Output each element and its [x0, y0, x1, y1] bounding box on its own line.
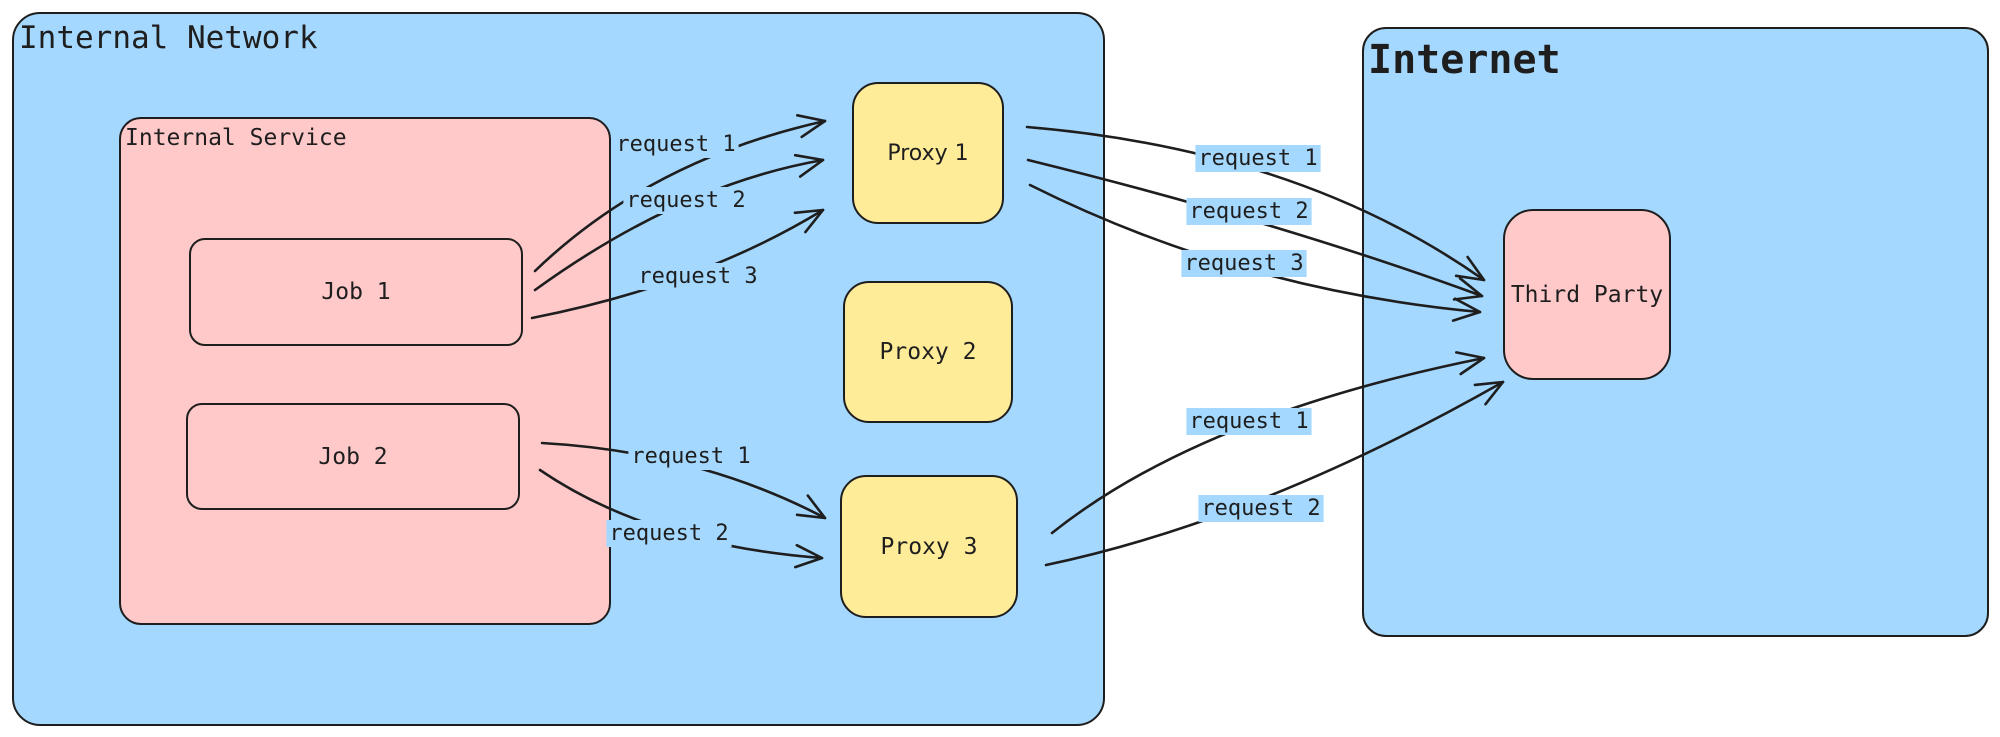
edge-label-backdrop: [1181, 250, 1307, 277]
arrowhead-icon: [793, 208, 825, 234]
arrowhead-icon: [793, 153, 825, 178]
edge-label: request 3: [1184, 251, 1303, 276]
edge-label-backdrop: [1186, 198, 1312, 225]
edge-label-backdrop: [635, 263, 761, 290]
proxy-2-node: Proxy 2: [843, 281, 1013, 423]
edge-label: request 3: [638, 264, 757, 289]
edge-label: request 2: [609, 521, 728, 546]
third-party-node: Third Party: [1503, 209, 1671, 380]
proxy-3-node: Proxy 3: [840, 475, 1018, 618]
internet-title: Internet: [1368, 37, 1561, 83]
edge-label-backdrop: [613, 131, 739, 158]
edge-label: request 2: [626, 188, 745, 213]
edge-label-backdrop: [628, 443, 754, 470]
edge-job1-proxy1-r2: request 2: [533, 153, 825, 292]
edge-label-backdrop: [1186, 408, 1312, 435]
edge-job2-proxy3-r1: request 1: [540, 441, 827, 520]
edge-proxy3-third-r2: request 2: [1044, 380, 1505, 567]
third-party-label: Third Party: [1510, 281, 1664, 308]
arrowhead-icon: [1454, 255, 1486, 282]
edge-label: request 1: [1189, 409, 1308, 434]
edge-label-backdrop: [623, 187, 749, 214]
job-2-label: Job 2: [318, 443, 388, 470]
edge-job1-proxy1-r1: request 1: [533, 114, 827, 273]
edge-label: request 1: [1198, 146, 1317, 171]
job-1-label: Job 1: [321, 279, 391, 305]
arrowhead-icon: [796, 114, 827, 139]
edge-job2-proxy3-r2: request 2: [538, 468, 824, 569]
internet-zone: Internet: [1362, 27, 1989, 637]
arrowhead-icon: [795, 494, 827, 520]
edge-line: [1025, 125, 1486, 282]
proxy-3-label: Proxy 3: [880, 533, 978, 560]
job-2-node: Job 2: [186, 403, 520, 510]
internal-network-title: Internal Network: [19, 20, 318, 56]
arrowhead-icon: [1473, 380, 1505, 406]
edge-job1-proxy1-r3: request 3: [530, 208, 825, 320]
proxy-1-node: Proxy 1: [852, 82, 1004, 224]
edge-label: request 1: [631, 444, 750, 469]
internal-service-zone: Internal Service: [119, 117, 611, 625]
edge-label-backdrop: [606, 520, 732, 547]
edge-label-backdrop: [1195, 145, 1321, 172]
internal-service-title: Internal Service: [125, 125, 347, 151]
arrowhead-icon: [794, 543, 824, 569]
edge-proxy1-third-r1: request 1: [1025, 125, 1486, 282]
job-1-node: Job 1: [189, 238, 523, 346]
edge-line: [533, 119, 827, 273]
edge-proxy1-third-r3: request 3: [1028, 183, 1482, 322]
proxy-1-label: Proxy 1: [887, 140, 969, 166]
edge-proxy3-third-r1: request 1: [1050, 351, 1486, 535]
edge-label-backdrop: [1198, 495, 1324, 522]
edge-label: request 1: [616, 132, 735, 157]
arrowhead-icon: [1455, 351, 1486, 376]
edge-label: request 2: [1189, 199, 1308, 224]
edge-label: request 2: [1201, 496, 1320, 521]
arrowhead-icon: [1452, 277, 1484, 301]
proxy-2-label: Proxy 2: [879, 339, 977, 365]
arrowhead-icon: [1451, 297, 1482, 322]
edge-proxy1-third-r2: request 2: [1026, 158, 1484, 301]
